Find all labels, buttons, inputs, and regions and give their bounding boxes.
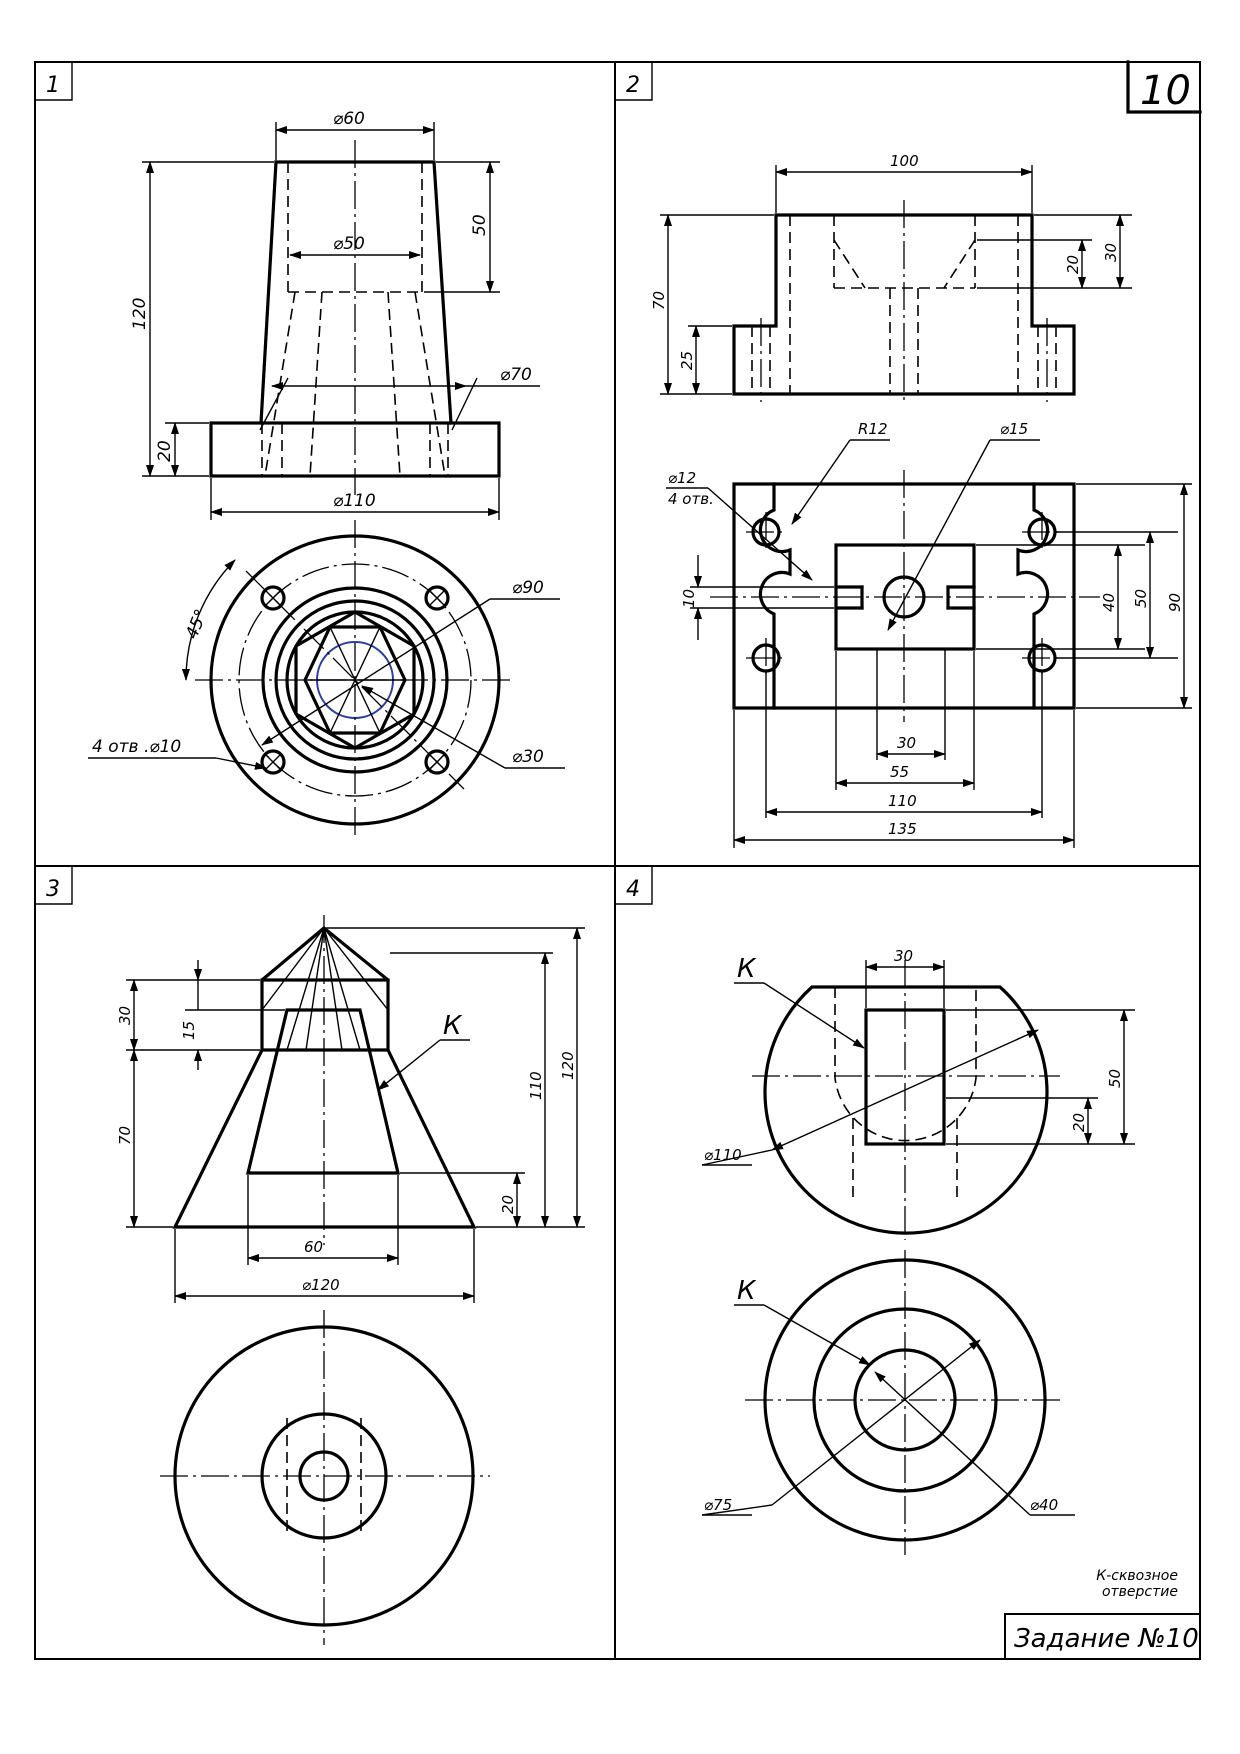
dim-d12: ⌀12 — [668, 469, 696, 487]
dim-h40: 40 — [1100, 593, 1118, 612]
dim-d110: ⌀110 — [704, 1146, 742, 1164]
dim-d110: ⌀110 — [333, 491, 376, 511]
dim-w30: 30 — [894, 947, 913, 965]
svg-text:1: 1 — [46, 73, 60, 98]
panel-1-number-box: 1 — [35, 62, 73, 101]
dim-h30: 30 — [116, 1006, 134, 1025]
dim-r12: R12 — [858, 420, 888, 438]
dim-angle-45: 45° — [182, 606, 212, 641]
panel-3-top-view — [160, 1310, 490, 1645]
panel-1-top-view: 45° ⌀90 4 отв .⌀10 ⌀30 — [88, 520, 565, 840]
dim-h20: 20 — [155, 440, 175, 462]
dim-d50: ⌀50 — [333, 234, 365, 254]
dim-w110: 110 — [888, 792, 917, 810]
dim-h120: 120 — [559, 1051, 577, 1080]
dim-d120: ⌀120 — [302, 1276, 340, 1294]
dim-d75: ⌀75 — [704, 1496, 732, 1514]
svg-text:4: 4 — [626, 877, 640, 902]
svg-text:10: 10 — [1140, 68, 1191, 114]
label-k-top: К — [737, 954, 757, 984]
panel-1-front-view: ⌀60 ⌀50 50 120 20 ⌀70 ⌀110 — [130, 109, 540, 520]
dim-h50: 50 — [470, 214, 490, 236]
dim-h70: 70 — [650, 291, 668, 310]
panel-4-top-view: К ⌀75 ⌀40 — [701, 1250, 1075, 1555]
panel-2-front-view: 100 70 25 30 20 — [650, 152, 1132, 405]
through-hole-note: К-сквозное отверстие — [1096, 1568, 1178, 1600]
dim-h70: 70 — [116, 1126, 134, 1145]
dim-d90: ⌀90 — [512, 578, 544, 598]
dim-d60: ⌀60 — [333, 109, 365, 129]
dim-d40: ⌀40 — [1030, 1496, 1058, 1514]
panel-4-number-box: 4 — [615, 866, 653, 905]
dim-h20: 20 — [499, 1195, 517, 1214]
svg-text:2: 2 — [626, 73, 640, 98]
dim-h25: 25 — [678, 351, 696, 370]
dim-d30: ⌀30 — [512, 747, 544, 767]
dim-w60: 60 — [304, 1238, 323, 1256]
sheet-frame — [34, 61, 1201, 1660]
dim-h50: 50 — [1132, 589, 1150, 608]
svg-text:3: 3 — [46, 877, 60, 902]
dim-h20: 20 — [1070, 1113, 1088, 1132]
panel-2-top-view: R12 ⌀15 ⌀12 4 отв. 10 40 50 90 — [666, 420, 1192, 848]
task-title-box: Задание №10 — [1004, 1613, 1200, 1659]
dim-d15: ⌀15 — [1000, 420, 1028, 438]
panel-4-front-view: 30 К 50 20 ⌀110 — [701, 947, 1135, 1240]
dim-d70: ⌀70 — [500, 365, 532, 385]
dim-4-holes: 4 отв. — [668, 490, 714, 508]
dim-h120: 120 — [130, 298, 150, 330]
dim-h110: 110 — [527, 1071, 545, 1100]
dim-holes-d10: 4 отв .⌀10 — [92, 737, 181, 757]
sheet-number-box: 10 — [1126, 60, 1202, 114]
label-k-bottom: К — [737, 1276, 757, 1306]
dim-w30: 30 — [897, 734, 916, 752]
dim-h50: 50 — [1106, 1069, 1124, 1088]
dim-h20: 20 — [1064, 255, 1082, 274]
dim-h30: 30 — [1102, 243, 1120, 262]
dim-h10: 10 — [680, 589, 698, 608]
label-k: К — [443, 1011, 463, 1041]
panel-3-front-view: 30 15 70 К 110 120 20 60 — [116, 915, 585, 1303]
svg-text:К-сквозное: К-сквозное — [1096, 1568, 1178, 1584]
svg-text:отверстие: отверстие — [1102, 1584, 1178, 1600]
panel-3-number-box: 3 — [35, 866, 73, 905]
dim-h15: 15 — [180, 1021, 198, 1040]
svg-text:Задание №10: Задание №10 — [1014, 1624, 1199, 1654]
dim-w100: 100 — [890, 152, 919, 170]
dim-h90: 90 — [1166, 593, 1184, 612]
dim-w135: 135 — [888, 820, 917, 838]
dim-w55: 55 — [890, 763, 909, 781]
panel-2-number-box: 2 — [615, 62, 653, 101]
